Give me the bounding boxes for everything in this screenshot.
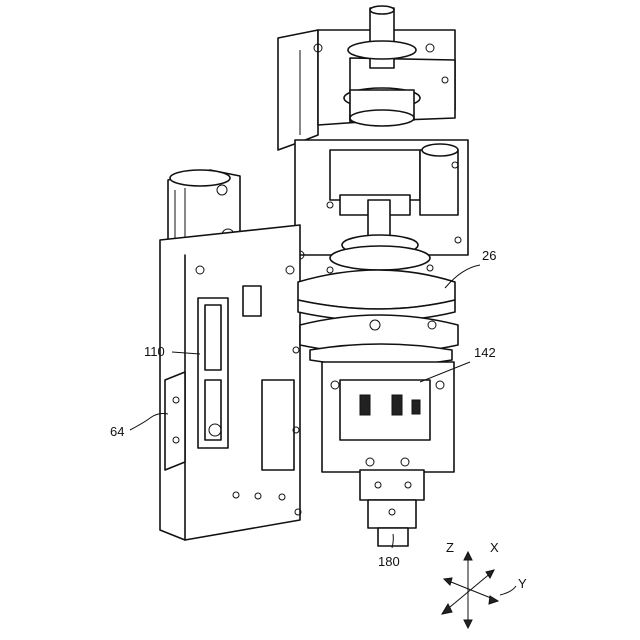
ref-label-142: 142: [474, 345, 496, 360]
z-axis-arrow-down: [464, 620, 472, 628]
x-axis-arrow: [486, 570, 494, 578]
y-axis-arrow-back: [444, 578, 452, 585]
middle-housing: [295, 140, 468, 270]
y-axis-arrow: [489, 596, 498, 604]
coordinate-axes: [442, 552, 516, 628]
side-bracket: [165, 372, 185, 470]
lower-nozzle-unit: [360, 470, 424, 546]
ref-label-26: 26: [482, 248, 496, 263]
y-leader: [500, 586, 516, 595]
ref-label-180: 180: [378, 554, 400, 569]
ref-label-110: 110: [144, 344, 165, 359]
axis-label-x: X: [490, 540, 499, 555]
axis-label-y: Y: [518, 576, 527, 591]
rotary-table: [298, 265, 455, 321]
rotating-head: [300, 315, 458, 472]
ref-label-64: 64: [110, 424, 124, 439]
z-axis-arrow: [464, 552, 472, 560]
y-axis-line: [446, 580, 496, 600]
x-axis-arrow-back: [442, 604, 452, 614]
axis-label-z: Z: [446, 540, 454, 555]
